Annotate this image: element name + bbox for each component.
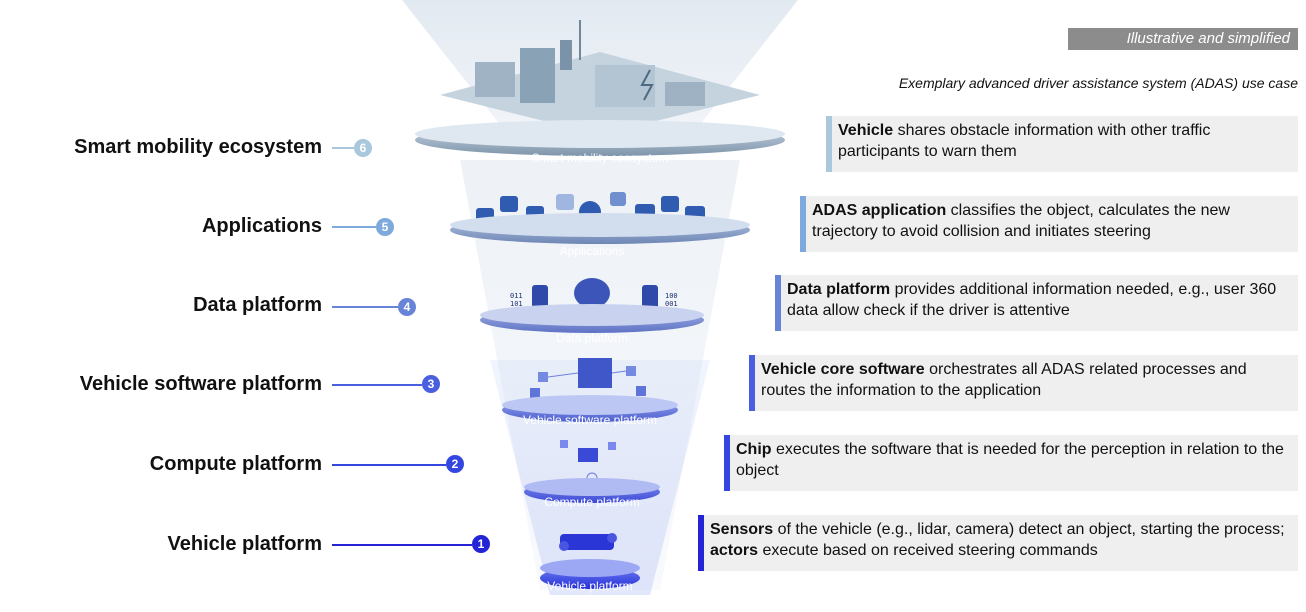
number-badge-4: 4 — [398, 298, 416, 316]
desc-text-3: orchestrates all ADAS related processes … — [761, 361, 1247, 399]
layer-label-smart-mobility: Smart mobility ecosystem — [74, 136, 322, 158]
desc-bold-3: Vehicle core software — [761, 361, 925, 378]
desc-bold-5: ADAS application — [812, 202, 947, 219]
connector-3 — [332, 384, 422, 386]
desc-bold-4: Data platform — [787, 281, 891, 298]
layer-funnel-illustration: Smart mobility ecosystem Applications 01… — [402, 0, 798, 595]
number-badge-1: 1 — [472, 535, 490, 553]
layer-label-compute: Compute platform — [149, 453, 322, 475]
svg-text:101: 101 — [510, 300, 523, 308]
desc-box-vehicle-software: Vehicle core software orchestrates all A… — [749, 355, 1298, 411]
disk-label-vehicle-platform: Vehicle platform — [547, 579, 632, 593]
disk-label-data-platform: Data platform — [556, 331, 628, 345]
number-badge-3: 3 — [422, 375, 440, 393]
desc-box-data-platform: Data platform provides additional inform… — [775, 275, 1298, 331]
connector-5 — [332, 226, 376, 228]
disk-label-smart-mobility: Smart mobility ecosystem — [532, 151, 669, 165]
desc-bold-6: Vehicle — [838, 122, 894, 139]
disk-label-compute: Compute platform — [544, 495, 639, 509]
desc-bold-1: Sensors — [710, 521, 774, 538]
city-icon — [440, 20, 760, 135]
desc-box-compute: Chip executes the software that is neede… — [724, 435, 1298, 491]
chip-icon — [560, 440, 616, 484]
number-badge-5: 5 — [376, 218, 394, 236]
desc-text-2: executes the software that is needed for… — [736, 441, 1284, 479]
connector-1 — [332, 544, 472, 546]
software-cube-icon — [530, 358, 646, 398]
svg-text:011: 011 — [510, 292, 523, 300]
desc-bold-1b: actors — [710, 542, 759, 559]
connector-4 — [332, 306, 398, 308]
desc-bold-2: Chip — [736, 441, 772, 458]
desc-box-smart-mobility: Vehicle shares obstacle information with… — [826, 116, 1298, 172]
number-badge-2: 2 — [446, 455, 464, 473]
use-case-subtitle: Exemplary advanced driver assistance sys… — [898, 75, 1298, 91]
svg-text:100: 100 — [665, 292, 678, 300]
svg-text:001: 001 — [665, 300, 678, 308]
layer-label-vehicle-platform: Vehicle platform — [167, 533, 323, 555]
layer-label-data-platform: Data platform — [193, 294, 322, 316]
desc-text-4: provides additional information needed, … — [787, 281, 1277, 319]
desc-box-applications: ADAS application classifies the object, … — [800, 196, 1298, 252]
desc-text-6: shares obstacle information with other t… — [838, 122, 1211, 160]
connector-2 — [332, 464, 446, 466]
desc-text-1b: execute based on received steering comma… — [758, 542, 1098, 559]
desc-text-1: of the vehicle (e.g., lidar, camera) det… — [773, 521, 1285, 538]
connector-6 — [332, 147, 354, 149]
disk-label-vehicle-software: Vehicle software platform — [523, 413, 657, 427]
desc-box-vehicle-platform: Sensors of the vehicle (e.g., lidar, cam… — [698, 515, 1298, 571]
vehicle-chassis-icon — [559, 533, 617, 551]
desc-text-5: classifies the object, calculates the ne… — [812, 202, 1230, 240]
illustrative-tag: Illustrative and simplified — [1068, 28, 1298, 50]
layer-label-vehicle-software: Vehicle software platform — [79, 373, 322, 395]
number-badge-6: 6 — [354, 139, 372, 157]
layer-label-applications: Applications — [201, 215, 322, 237]
disk-label-applications: Applications — [560, 244, 625, 258]
